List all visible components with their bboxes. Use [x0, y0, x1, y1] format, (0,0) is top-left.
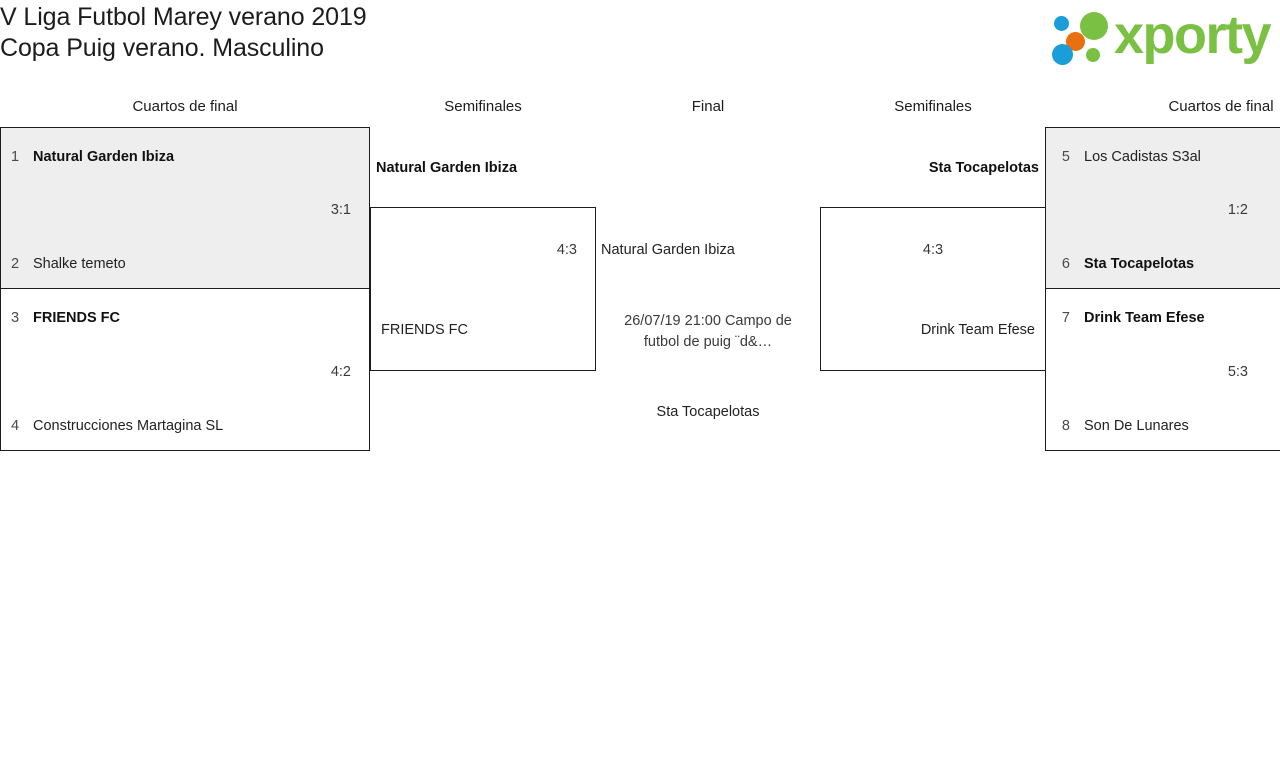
logo-dot-orange	[1066, 32, 1085, 51]
qf1-slot-bottom-seed: 2	[11, 256, 20, 272]
qf2-slot-top-team: FRIENDS FC	[33, 310, 120, 326]
sf-right-score: 4:3	[922, 242, 944, 258]
match-box-sf-right[interactable]: 4:3 Drink Team Efese	[820, 207, 1046, 371]
qf2-score: 4:2	[330, 364, 351, 380]
qf4-slot-bottom[interactable]: 8 Son De Lunares	[1046, 416, 1280, 436]
qf4-score: 5:3	[1227, 364, 1248, 380]
qf1-slot-bottom[interactable]: 2 Shalke temeto	[1, 254, 369, 274]
qf3-slot-bottom-seed: 6	[1061, 256, 1070, 272]
qf1-slot-top-seed: 1	[11, 149, 20, 165]
logo-dot-green-large	[1080, 12, 1108, 40]
qf4-slot-top-team: Drink Team Efese	[1084, 310, 1205, 326]
page-header: V Liga Futbol Marey verano 2019 Copa Pui…	[0, 0, 1280, 92]
final-match-info: 26/07/19 21:00 Campo de futbol de puig ¨…	[596, 311, 820, 353]
final-match-info-line1: 26/07/19 21:00 Campo de	[624, 313, 792, 329]
match-box-qf1[interactable]: 1 Natural Garden Ibiza 3:1 2 Shalke temeto	[0, 127, 370, 289]
page-title: V Liga Futbol Marey verano 2019 Copa Pui…	[0, 2, 367, 64]
match-box-qf4[interactable]: 7 Drink Team Efese 5:3 8 Son De Lunares	[1045, 288, 1280, 451]
round-header-cuartos-right: Cuartos de final	[1168, 98, 1274, 115]
qf1-slot-top-team: Natural Garden Ibiza	[33, 149, 175, 165]
final-bottom-team: Sta Tocapelotas	[656, 404, 760, 420]
match-box-sf-left[interactable]: 4:3 FRIENDS FC	[370, 207, 596, 371]
final-top-team: Natural Garden Ibiza	[601, 242, 735, 258]
qf3-score: 1:2	[1227, 202, 1248, 218]
round-header-cuartos-left: Cuartos de final	[132, 98, 238, 115]
tournament-name: V Liga Futbol Marey verano 2019	[0, 3, 367, 31]
logo-dot-blue-small	[1054, 16, 1069, 31]
logo-dot-blue-large	[1052, 44, 1073, 65]
xporty-logo[interactable]: xporty	[1048, 5, 1274, 68]
qf3-slot-top-team: Los Cadistas S3al	[1084, 149, 1201, 165]
match-box-qf3[interactable]: 5 Los Cadistas S3al 1:2 6 Sta Tocapelotas	[1045, 127, 1280, 289]
qf2-slot-bottom-seed: 4	[11, 418, 20, 434]
round-header-semifinales-right: Semifinales	[894, 98, 972, 115]
final-match-info-line2: futbol de puig ¨d&…	[643, 334, 773, 350]
qf4-slot-top[interactable]: 7 Drink Team Efese	[1046, 308, 1280, 328]
qf2-slot-bottom-team: Construcciones Martagina SL	[33, 418, 224, 434]
qf3-slot-top-seed: 5	[1061, 149, 1070, 165]
qf1-slot-bottom-team: Shalke temeto	[33, 256, 126, 272]
sf-right-bottom-team: Drink Team Efese	[920, 322, 1035, 338]
qf2-slot-bottom[interactable]: 4 Construcciones Martagina SL	[1, 416, 369, 436]
round-header-semifinales-left: Semifinales	[444, 98, 522, 115]
qf3-slot-bottom-team: Sta Tocapelotas	[1084, 256, 1195, 272]
match-box-qf2[interactable]: 3 FRIENDS FC 4:2 4 Construcciones Martagin…	[0, 288, 370, 451]
qf1-slot-top[interactable]: 1 Natural Garden Ibiza	[1, 147, 369, 167]
qf3-slot-top[interactable]: 5 Los Cadistas S3al	[1046, 147, 1280, 167]
sf-left-bottom-slot[interactable]: FRIENDS FC	[371, 320, 595, 340]
logo-wordmark: xporty	[1114, 5, 1272, 65]
qf3-slot-bottom[interactable]: 6 Sta Tocapelotas	[1046, 254, 1280, 274]
sf-left-score: 4:3	[556, 242, 577, 258]
qf4-slot-top-seed: 7	[1061, 310, 1070, 326]
qf2-slot-top[interactable]: 3 FRIENDS FC	[1, 308, 369, 328]
sf-right-bottom-slot[interactable]: Drink Team Efese	[821, 320, 1045, 340]
sf-left-top-team: Natural Garden Ibiza	[376, 160, 518, 176]
qf4-slot-bottom-seed: 8	[1061, 418, 1070, 434]
sf-right-top-team: Sta Tocapelotas	[928, 160, 1039, 176]
qf4-slot-bottom-team: Son De Lunares	[1084, 418, 1189, 434]
sf-left-bottom-team: FRIENDS FC	[381, 322, 468, 338]
qf1-score: 3:1	[330, 202, 351, 218]
qf2-slot-top-seed: 3	[11, 310, 20, 326]
round-header-final: Final	[691, 98, 725, 115]
tournament-subtitle: Copa Puig verano. Masculino	[0, 34, 324, 62]
logo-dots-icon	[1052, 10, 1116, 66]
logo-dot-green-small	[1086, 48, 1100, 62]
